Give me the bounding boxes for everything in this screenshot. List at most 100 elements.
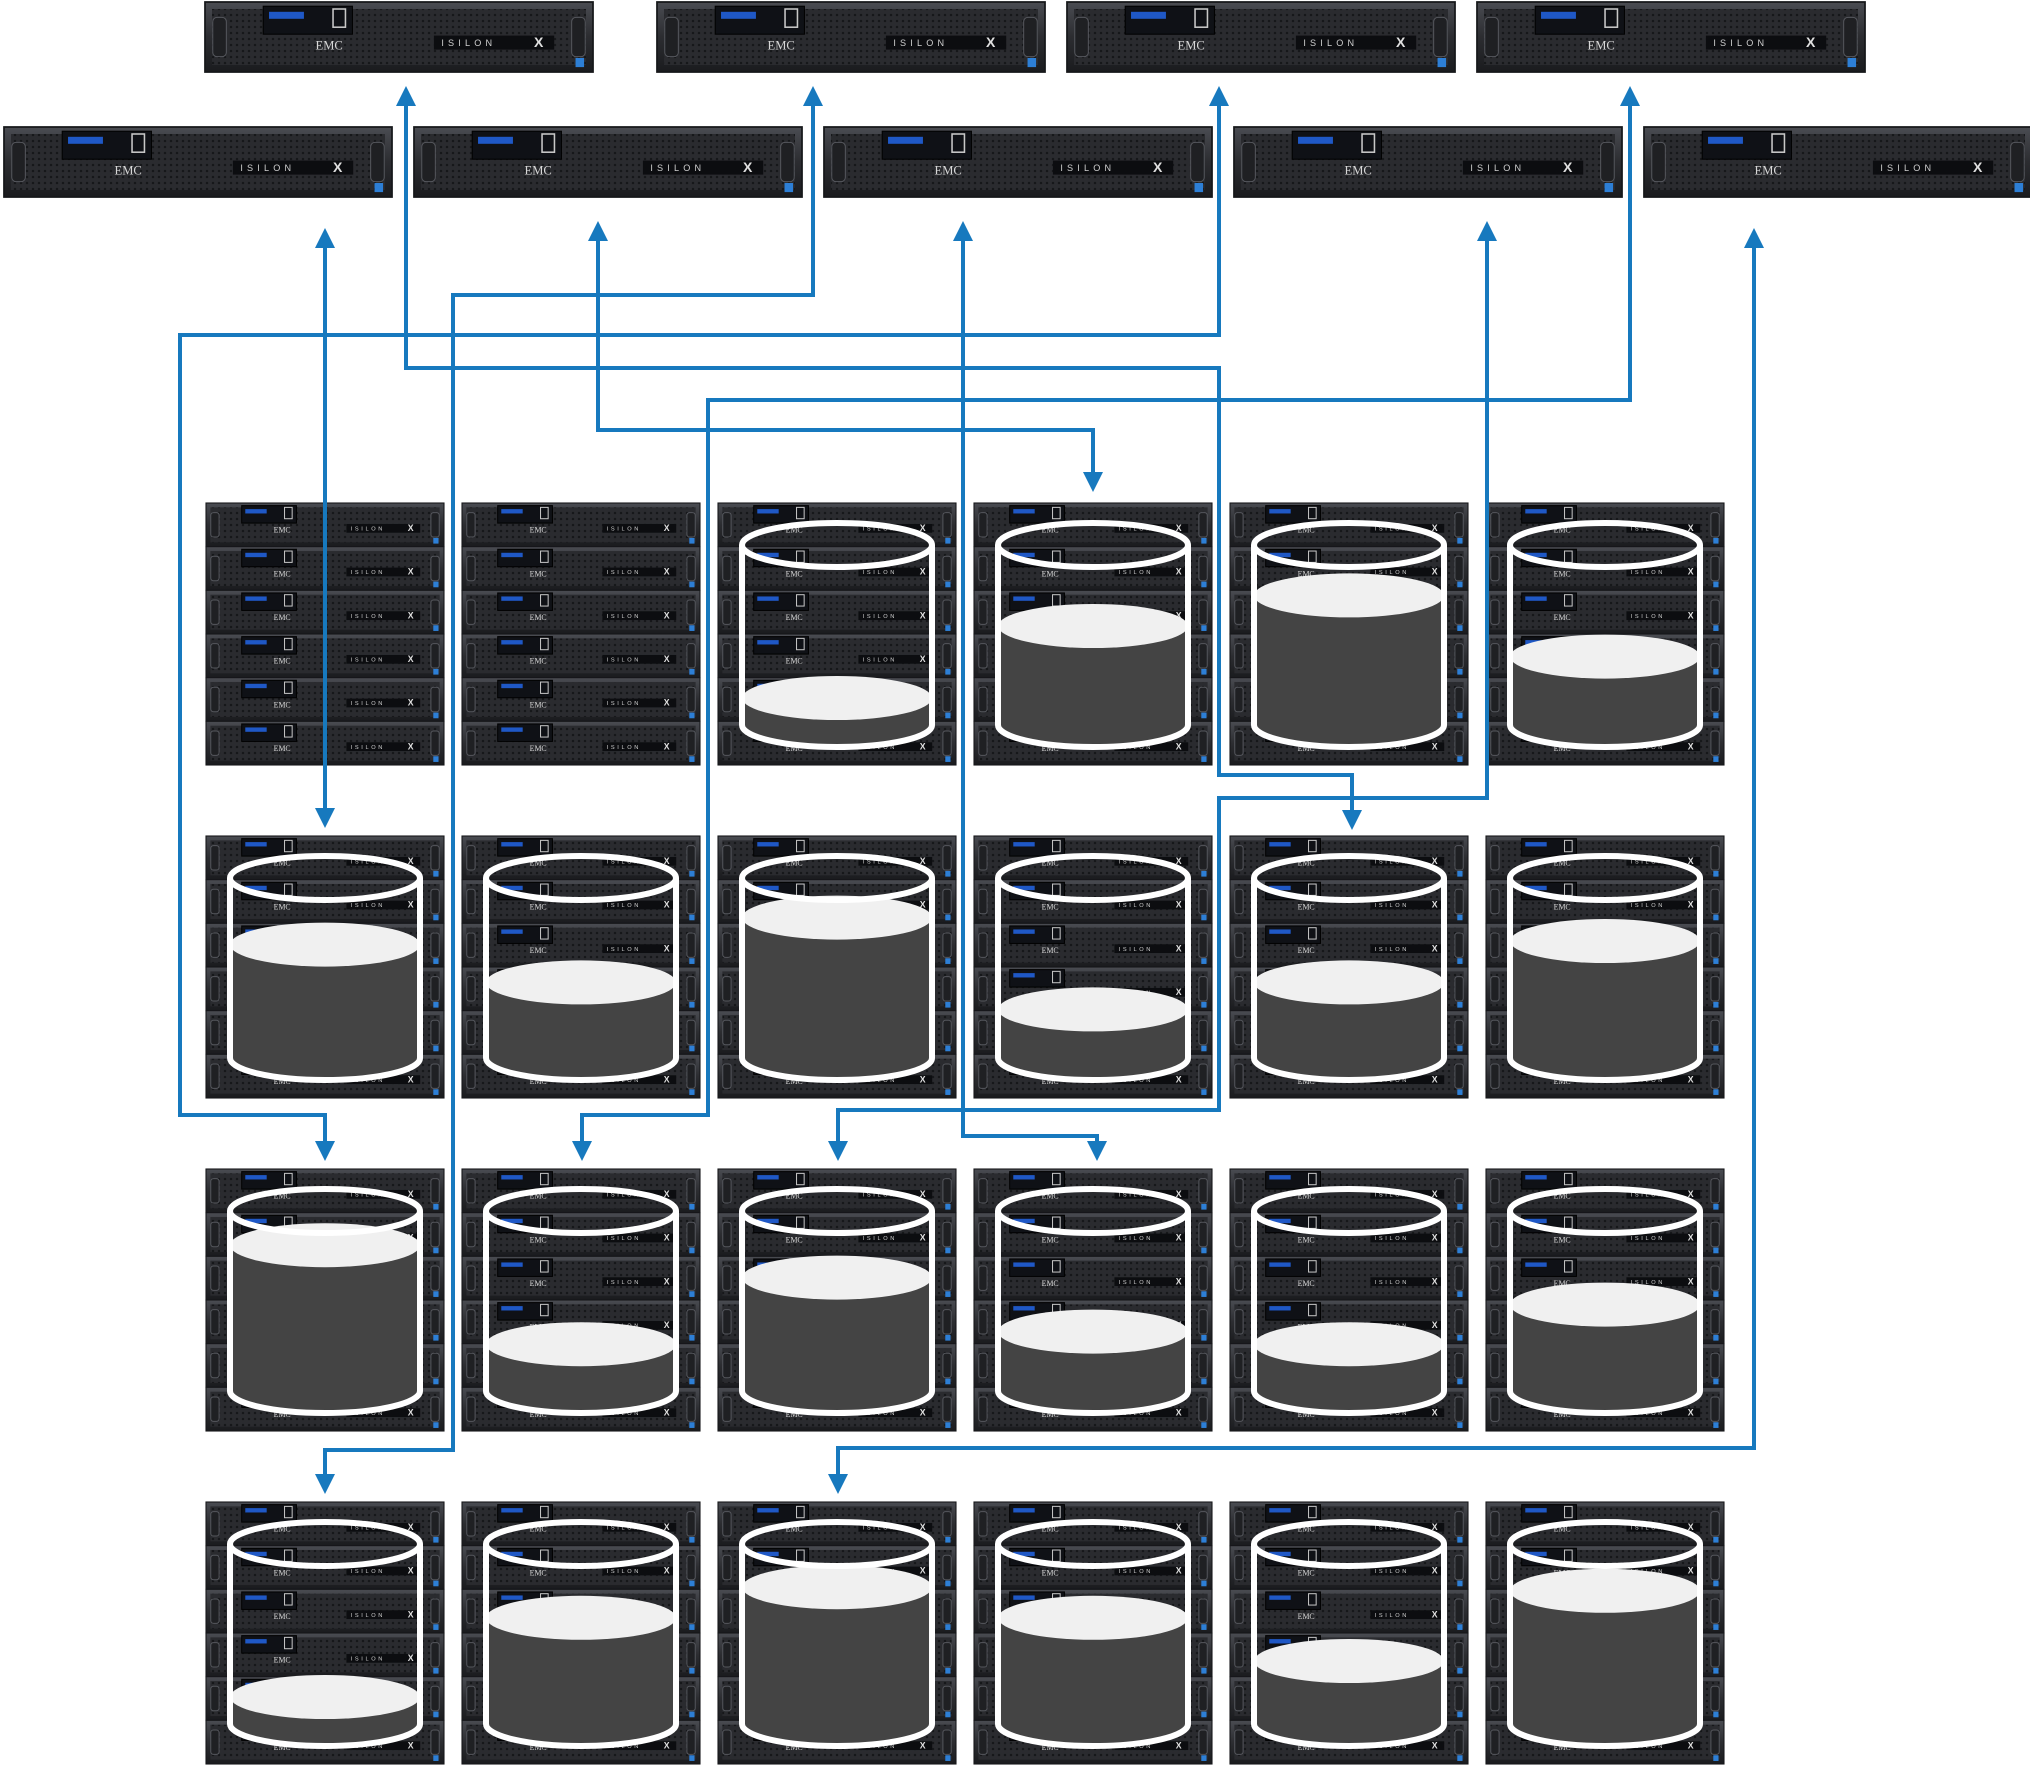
isilon-label-text: ISILON xyxy=(1119,1526,1153,1532)
emc-logo-text: EMC xyxy=(1298,1743,1315,1752)
isilon-x-mark: X xyxy=(743,159,753,175)
emc-logo-text: EMC xyxy=(274,744,291,753)
isilon-x-mark: X xyxy=(408,523,414,533)
isilon-label-text: ISILON xyxy=(607,527,641,533)
emc-logo-text: EMC xyxy=(274,902,291,911)
isilon-x-mark: X xyxy=(986,34,996,50)
isilon-x-mark: X xyxy=(1396,34,1406,50)
emc-logo-text: EMC xyxy=(274,1568,291,1577)
emc-logo-text: EMC xyxy=(1042,946,1059,955)
emc-logo-text: EMC xyxy=(1298,1279,1315,1288)
isilon-label-text: ISILON xyxy=(607,947,641,953)
isilon-x-mark: X xyxy=(1563,159,1573,175)
emc-logo-text: EMC xyxy=(1298,902,1315,911)
isilon-x-mark: X xyxy=(408,900,414,910)
isilon-label-text: ISILON xyxy=(1303,38,1358,48)
storage-cell-r3-c3: EMCISILONXEMCISILONXEMCISILONXEMCISILONX… xyxy=(717,1168,957,1432)
emc-logo-text: EMC xyxy=(1588,39,1615,53)
storage-cylinder-icon xyxy=(483,1519,679,1749)
isilon-x-mark: X xyxy=(1688,1522,1694,1532)
isilon-x-mark: X xyxy=(1432,1233,1438,1243)
emc-logo-text: EMC xyxy=(530,657,547,666)
isilon-x-mark: X xyxy=(664,900,670,910)
isilon-x-mark: X xyxy=(1176,987,1182,997)
isilon-label-text: ISILON xyxy=(863,614,897,620)
isilon-label-text: ISILON xyxy=(441,38,496,48)
isilon-x-mark: X xyxy=(1688,567,1694,577)
emc-logo-text: EMC xyxy=(530,902,547,911)
isilon-x-mark: X xyxy=(664,1407,670,1417)
isilon-x-mark: X xyxy=(408,567,414,577)
isilon-label-text: ISILON xyxy=(1119,903,1153,909)
isilon-x-mark: X xyxy=(408,1407,414,1417)
isilon-x-mark: X xyxy=(664,610,670,620)
isilon-label-text: ISILON xyxy=(351,745,385,751)
storage-cell-r1-c5: EMCISILONXEMCISILONXEMCISILONXEMCISILONX… xyxy=(1229,502,1469,766)
emc-logo-text: EMC xyxy=(274,1192,291,1201)
isilon-x-mark: X xyxy=(408,654,414,664)
fill-surface xyxy=(1254,960,1444,1005)
fill-surface xyxy=(230,1223,420,1268)
fill-surface xyxy=(1254,1639,1444,1683)
storage-cell-r1-c4: EMCISILONXEMCISILONXEMCISILONXEMCISILONX… xyxy=(973,502,1213,766)
isilon-x-mark: X xyxy=(1973,159,1983,175)
emc-logo-text: EMC xyxy=(1298,946,1315,955)
isilon-label-text: ISILON xyxy=(351,1613,385,1619)
emc-logo-text: EMC xyxy=(1298,1525,1315,1534)
isilon-x-mark: X xyxy=(1432,1566,1438,1576)
isilon-x-mark: X xyxy=(1153,159,1163,175)
emc-logo-text: EMC xyxy=(530,1525,547,1534)
storage-cylinder-icon xyxy=(227,1519,423,1749)
emc-logo-text: EMC xyxy=(530,744,547,753)
isilon-label-text: ISILON xyxy=(1375,1526,1409,1532)
isilon-x-mark: X xyxy=(408,1522,414,1532)
isilon-x-mark: X xyxy=(1176,1233,1182,1243)
isilon-x-mark: X xyxy=(1688,610,1694,620)
fill-surface xyxy=(998,1309,1188,1354)
emc-logo-text: EMC xyxy=(1755,164,1782,178)
fill-body xyxy=(1254,1661,1444,1746)
emc-logo-text: EMC xyxy=(530,946,547,955)
storage-cell-r2-c4: EMCISILONXEMCISILONXEMCISILONXEMCISILONX… xyxy=(973,835,1213,1099)
emc-logo-text: EMC xyxy=(274,657,291,666)
isilon-x-mark: X xyxy=(1432,1740,1438,1750)
fill-body xyxy=(1510,1590,1700,1746)
isilon-x-mark: X xyxy=(920,567,926,577)
isilon-label-text: ISILON xyxy=(240,163,295,173)
isilon-x-mark: X xyxy=(920,1740,926,1750)
emc-logo-text: EMC xyxy=(1042,1743,1059,1752)
isilon-x-mark: X xyxy=(1688,900,1694,910)
storage-cell-r2-c6: EMCISILONXEMCISILONXEMCISILONXEMCISILONX… xyxy=(1485,835,1725,1099)
fill-surface xyxy=(1510,919,1700,963)
isilon-x-mark: X xyxy=(1432,741,1438,751)
emc-logo-text: EMC xyxy=(1298,1235,1315,1244)
emc-logo-text: EMC xyxy=(1298,1568,1315,1577)
connector-layer xyxy=(178,86,1764,1494)
isilon-label-text: ISILON xyxy=(1631,1526,1665,1532)
connector-9 xyxy=(828,228,1764,1494)
isilon-x-mark: X xyxy=(664,1740,670,1750)
storage-cell-r4-c6: EMCISILONXEMCISILONXEMCISILONXEMCISILONX… xyxy=(1485,1501,1725,1765)
isilon-x-mark: X xyxy=(534,34,544,50)
connector-6 xyxy=(588,221,1103,492)
storage-cell-r4-c2: EMCISILONXEMCISILONXEMCISILONXEMCISILONX… xyxy=(461,1501,701,1765)
fill-surface xyxy=(1510,1568,1700,1613)
isilon-label-text: ISILON xyxy=(351,527,385,533)
isilon-x-mark: X xyxy=(1176,1276,1182,1286)
emc-logo-text: EMC xyxy=(1554,902,1571,911)
emc-logo-text: EMC xyxy=(1042,1279,1059,1288)
isilon-x-mark: X xyxy=(333,159,343,175)
emc-logo-text: EMC xyxy=(935,164,962,178)
storage-cell-r3-c5: EMCISILONXEMCISILONXEMCISILONXEMCISILONX… xyxy=(1229,1168,1469,1432)
